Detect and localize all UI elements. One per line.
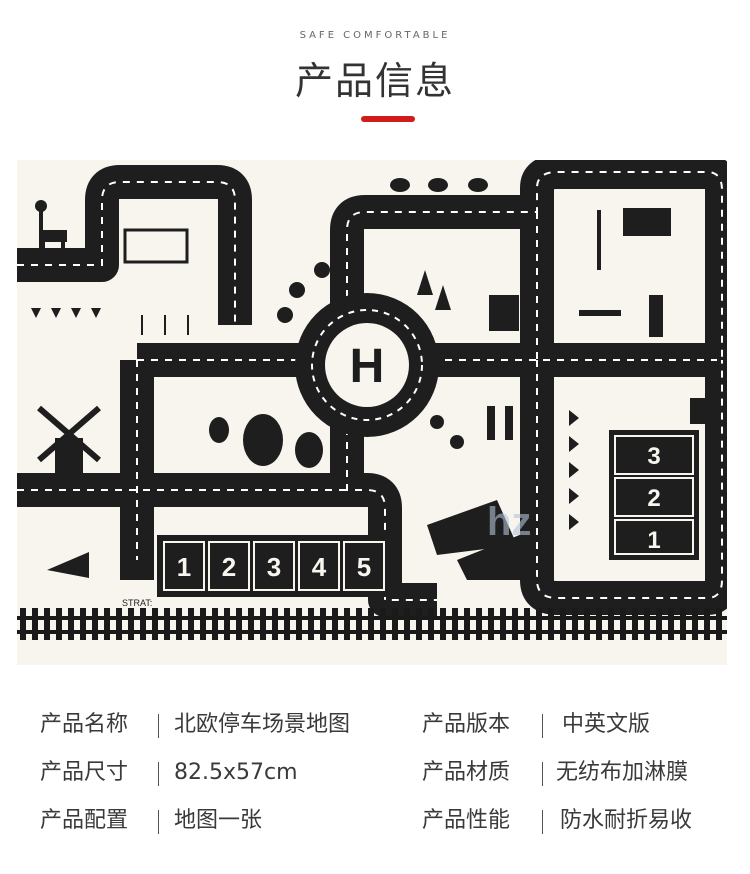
railway (17, 608, 727, 640)
hopscotch-2: 2 (222, 552, 236, 582)
fence-icon (123, 228, 189, 264)
cactus-icon (487, 406, 513, 440)
hopscotch-5: 5 (357, 552, 371, 582)
jackhammer-icon (649, 295, 663, 337)
spec-separator (158, 714, 159, 738)
windmill-icon (37, 405, 101, 478)
traffic-cone-icon (417, 270, 451, 310)
spec-separator (158, 762, 159, 786)
flower-icon (277, 262, 330, 323)
building-icon (427, 500, 537, 580)
spec-row: 产品名称 北欧停车场景地图 产品版本 中英文版 (40, 710, 720, 740)
product-map-image: H 1 2 3 4 5 (17, 160, 727, 665)
bottom-hopscotch: 1 2 3 4 5 (157, 535, 389, 597)
hopscotch-3: 3 (267, 552, 281, 582)
side-hopscotch-3: 3 (647, 443, 660, 470)
spec-label: 产品名称 (40, 712, 129, 737)
gas-pump-icon (690, 398, 712, 424)
spec-separator (542, 714, 543, 738)
spec-value: 82.5x57cm (174, 760, 298, 785)
hopscotch-1: 1 (177, 552, 191, 582)
spec-value: 中英文版 (562, 712, 651, 737)
spec-value: 无纺布加淋膜 (556, 760, 689, 785)
side-hopscotch-1: 1 (647, 527, 660, 554)
spec-label: 产品版本 (422, 712, 511, 737)
page-title: 产品信息 (294, 59, 455, 103)
spec-value: 北欧停车场景地图 (174, 712, 351, 737)
arrow-markers-right (569, 410, 579, 530)
arrow-markers-left (31, 308, 101, 318)
lamp-icon (597, 210, 601, 270)
bench-icon (623, 208, 671, 236)
watermark-logo: hz (487, 500, 531, 544)
spec-value: 地图一张 (174, 808, 263, 833)
spec-separator (542, 810, 543, 834)
spec-value: 防水耐折易收 (560, 808, 693, 833)
helipad-letter: H (350, 340, 385, 393)
spec-label: 产品尺寸 (40, 760, 129, 785)
hot-air-balloon-icon (209, 414, 323, 468)
tools-icon (489, 295, 519, 331)
spec-label: 产品配置 (40, 808, 129, 833)
side-hopscotch-2: 2 (647, 485, 660, 512)
title-underline (361, 116, 415, 122)
bird-icon (390, 178, 488, 192)
spec-label: 产品材质 (422, 760, 511, 785)
wind-turbine-icon (141, 315, 189, 335)
spec-label: 产品性能 (422, 808, 511, 833)
spec-separator (542, 762, 543, 786)
barrier-icon (579, 310, 621, 316)
spec-row: 产品尺寸 82.5x57cm 产品材质 无纺布加淋膜 (40, 758, 720, 788)
tagline: SAFE COMFORTABLE (299, 30, 451, 41)
side-hopscotch: 3 2 1 (609, 430, 699, 560)
spec-separator (158, 810, 159, 834)
start-label: STRAT: (122, 598, 152, 608)
tree-icon (430, 415, 464, 449)
spec-table: 产品名称 北欧停车场景地图 产品版本 中英文版 产品尺寸 82.5x57cm 产… (40, 710, 720, 850)
giraffe-icon (35, 200, 67, 256)
hopscotch-4: 4 (312, 552, 327, 582)
spec-row: 产品配置 地图一张 产品性能 防水耐折易收 (40, 806, 720, 836)
sailboat-icon (47, 552, 89, 578)
